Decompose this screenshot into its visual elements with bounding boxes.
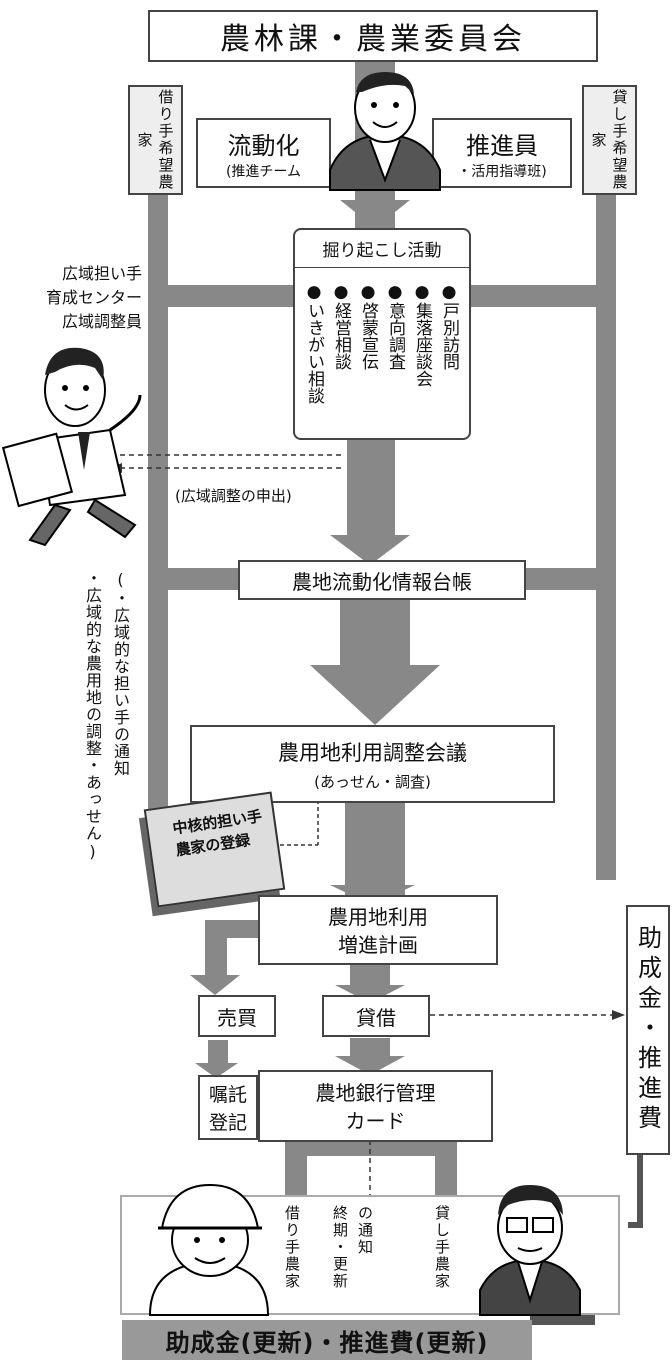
plan-line-1: 農用地利用 bbox=[328, 905, 428, 929]
dig-item: ●経営相談 bbox=[331, 282, 351, 370]
arrow-to-council bbox=[310, 665, 440, 725]
register-line-2: 登記 bbox=[208, 1112, 247, 1134]
wide-label-1: 広域担い手 bbox=[61, 264, 142, 283]
arrow-to-card bbox=[335, 1056, 405, 1075]
center-lease-pipe bbox=[350, 1038, 390, 1058]
dig-title: 掘り起こし活動 bbox=[295, 236, 469, 268]
side-subsidy-box: 助成金・推進費 bbox=[626, 905, 670, 1155]
dig-box: 掘り起こし活動 ●戸別訪問 ●集落座談会 ●意向調査 ●啓蒙宣伝 ●経営相談 ●… bbox=[293, 228, 471, 440]
arrow-to-sale bbox=[190, 975, 240, 995]
wide-label: 広域担い手 育成センター 広域調整員 bbox=[0, 262, 142, 334]
dig-items: ●戸別訪問 ●集落座談会 ●意向調査 ●啓蒙宣伝 ●経営相談 ●いきがい相談 bbox=[295, 282, 469, 404]
left-column-label: 借り手希望農家 bbox=[135, 89, 175, 191]
side-subsidy-text: 助成金・推進費 bbox=[633, 925, 662, 1135]
wide-request-label: (広域調整の申出) bbox=[175, 487, 292, 505]
plan-line-2: 増進計画 bbox=[338, 933, 418, 957]
arrow-to-dig bbox=[340, 200, 410, 228]
dig-item: ●戸別訪問 bbox=[439, 282, 459, 370]
center-council-pipe bbox=[345, 800, 405, 900]
card-box: 農地銀行管理 カード bbox=[258, 1070, 493, 1142]
center-plan-pipe bbox=[350, 963, 390, 988]
council-box: 農用地利用調整会議 (あっせん・調査) bbox=[190, 725, 555, 803]
sale-text: 売買 bbox=[217, 1005, 257, 1030]
notice-line-1: 終期・更新 bbox=[331, 1205, 349, 1290]
promoter-main: 推進員 bbox=[466, 132, 538, 160]
left-column-header: 借り手希望農家 bbox=[128, 85, 183, 195]
bottom-banner-text: 助成金(更新)・推進費(更新) bbox=[165, 1328, 489, 1357]
ledger-box: 農地流動化情報台帳 bbox=[238, 560, 526, 600]
council-sub: (あっせん・調査) bbox=[314, 773, 431, 791]
card-line-1: 農地銀行管理 bbox=[315, 1081, 436, 1105]
sale-pipe bbox=[208, 1040, 228, 1065]
card-output-top-pipe bbox=[285, 1138, 457, 1156]
lender-label: 貸し手農家 bbox=[433, 1205, 451, 1290]
ledger-text: 農地流動化情報台帳 bbox=[292, 569, 472, 594]
dig-item: ●いきがい相談 bbox=[304, 282, 324, 404]
card-line-2: カード bbox=[345, 1109, 406, 1133]
title-text: 農林課・農業委員会 bbox=[220, 22, 526, 57]
subsidy-arrowhead bbox=[612, 1010, 625, 1020]
wide-label-2: 育成センター bbox=[45, 288, 142, 307]
right-vertical-pipe bbox=[596, 190, 616, 880]
right-column-header: 貸し手希望農家 bbox=[582, 85, 637, 195]
arrow-to-register bbox=[195, 1063, 238, 1078]
dig-item: ●集落座談会 bbox=[412, 282, 432, 387]
fluid-box: 流動化 (推進チーム bbox=[196, 118, 331, 188]
wide-notes: (・広域的な担い手の通知 ・広域的な農用地の調整・あっせん) bbox=[80, 570, 132, 890]
right-column-label: 貸し手希望農家 bbox=[589, 89, 629, 191]
wide-note-1: (・広域的な担い手の通知 bbox=[111, 570, 130, 777]
promoter-box: 推進員 ・活用指導班) bbox=[432, 118, 572, 188]
register-line-1: 嘱託 bbox=[208, 1084, 247, 1106]
left-vertical-pipe bbox=[148, 190, 168, 880]
fluid-sub: (推進チーム bbox=[225, 164, 302, 180]
wide-note-2: ・広域的な農用地の調整・あっせん) bbox=[83, 570, 102, 862]
lease-box: 貸借 bbox=[322, 995, 430, 1037]
dig-item: ●啓蒙宣伝 bbox=[358, 282, 378, 370]
side-return-arrow bbox=[628, 1150, 643, 1228]
center-ledger-pipe bbox=[340, 590, 410, 665]
notice-label: の通知 終期・更新 bbox=[330, 1205, 376, 1290]
register-box: 嘱託 登記 bbox=[198, 1075, 258, 1140]
wide-label-3: 広域調整員 bbox=[61, 312, 142, 331]
title-box: 農林課・農業委員会 bbox=[148, 10, 598, 62]
lease-text: 貸借 bbox=[356, 1005, 396, 1030]
dig-item: ●意向調査 bbox=[385, 282, 405, 370]
arrow-to-ledger bbox=[330, 535, 410, 565]
borrower-label: 借り手農家 bbox=[283, 1205, 301, 1290]
sale-box: 売買 bbox=[198, 995, 276, 1037]
fluid-main: 流動化 bbox=[227, 132, 300, 160]
left-branch-drop bbox=[205, 920, 227, 975]
center-mid-pipe bbox=[347, 440, 395, 535]
arrow-to-lease bbox=[335, 985, 405, 1003]
notice-line-2: の通知 bbox=[356, 1205, 374, 1256]
plan-box: 農用地利用 増進計画 bbox=[258, 895, 498, 965]
council-main: 農用地利用調整会議 bbox=[278, 741, 467, 765]
promoter-sub: ・活用指導班) bbox=[457, 164, 547, 180]
bottom-banner: 助成金(更新)・推進費(更新) bbox=[122, 1320, 532, 1360]
